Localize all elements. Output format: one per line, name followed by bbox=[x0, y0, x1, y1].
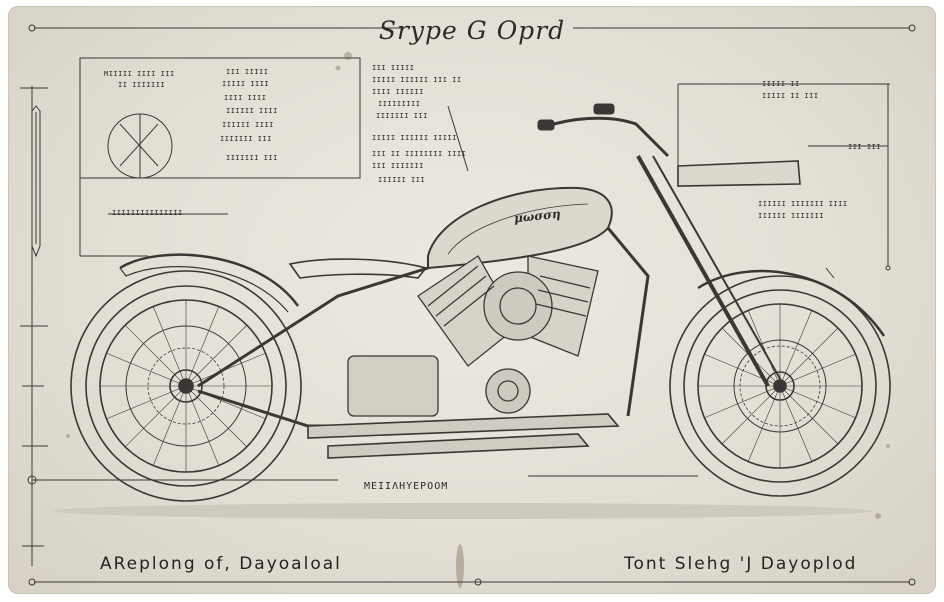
headlight bbox=[677, 160, 801, 187]
mid-label: ΙΙΙΙΙΙΙΙΙ bbox=[378, 100, 421, 108]
spec-label: ΜΙΙΙΙΙ ΙΙΙΙ ΙΙΙ bbox=[104, 70, 175, 78]
list-label: ΙΙΙΙΙΙΙ ΙΙΙ bbox=[226, 154, 278, 162]
mid-label: ΙΙΙΙΙΙ ΙΙΙ bbox=[378, 176, 426, 184]
mid-label: ΙΙΙΙ ΙΙΙΙΙΙ bbox=[372, 88, 424, 96]
front-wheel-spokes bbox=[698, 304, 862, 468]
caption-bottom-right: Tont Slehg 'J Dayoplod bbox=[624, 554, 858, 574]
mid-label: ΙΙΙ ΙΙ ΙΙΙΙΙΙΙΙ ΙΙΙΙ bbox=[372, 150, 467, 158]
right-label: ΙΙΙΙΙ ΙΙ ΙΙΙ bbox=[762, 92, 819, 100]
dipstick-icon bbox=[31, 105, 41, 258]
fuel-tank bbox=[427, 186, 613, 270]
right-label: ΙΙΙΙΙΙ ΙΙΙΙΙΙΙ bbox=[758, 212, 825, 220]
motorcycle-blueprint-drawing bbox=[20, 24, 916, 588]
spec-label: ΙΙΙΙΙΙΙΙΙΙΙΙΙΙΙ bbox=[112, 209, 183, 217]
mid-label: ΙΙΙΙΙ ΙΙΙΙΙΙ ΙΙΙΙΙ bbox=[372, 134, 457, 142]
front-fork bbox=[636, 155, 770, 387]
caption-bottom-left: AReplong of, Dayoaloal bbox=[100, 554, 342, 574]
list-label: ΙΙΙΙΙΙΙ ΙΙΙ bbox=[220, 135, 272, 143]
list-label: ΙΙΙΙΙΙ ΙΙΙΙ bbox=[226, 107, 278, 115]
mid-label: ΙΙΙΙΙ ΙΙΙΙΙΙ ΙΙΙ ΙΙ bbox=[372, 76, 462, 84]
list-label: ΙΙΙ ΙΙΙΙΙ bbox=[226, 68, 269, 76]
mid-label: ΙΙΙ ΙΙΙΙΙ bbox=[372, 64, 415, 72]
front-fender bbox=[697, 269, 886, 337]
frame-plate-text: ΜΕΙΙΛΗΥΕΡΟΟΜ bbox=[364, 481, 449, 492]
handlebar bbox=[541, 116, 670, 158]
frame-node bbox=[28, 24, 36, 32]
v-twin-engine bbox=[347, 255, 599, 417]
exhaust-pipe-lower bbox=[327, 433, 590, 459]
right-label: ΙΙΙΙΙ ΙΙ bbox=[762, 80, 800, 88]
exhaust-pipe-upper bbox=[307, 413, 620, 439]
rear-fender bbox=[119, 253, 300, 307]
poster-title: Srype G Oprd bbox=[378, 16, 566, 45]
list-label: ΙΙΙΙΙ ΙΙΙΙ bbox=[222, 80, 270, 88]
frame-node bbox=[908, 24, 916, 32]
seat bbox=[288, 258, 428, 279]
mid-label: ΙΙΙ ΙΙΙΙΙΙΙ bbox=[372, 162, 424, 170]
right-label: ΙΙΙΙΙΙ ΙΙΙΙΙΙΙ ΙΙΙΙ bbox=[758, 200, 848, 208]
paper-stains bbox=[66, 52, 890, 588]
mid-label: ΙΙΙΙΙΙΙ ΙΙΙ bbox=[376, 112, 428, 120]
right-label: ΙΙΙ ΙΙΙ bbox=[848, 143, 882, 151]
spec-label: ΙΙ ΙΙΙΙΙΙΙ bbox=[118, 81, 166, 89]
list-label: ΙΙΙΙΙΙ ΙΙΙΙ bbox=[222, 121, 274, 129]
blueprint-poster: Srype G Oprd ΜΙΙΙΙΙ ΙΙΙΙ ΙΙΙ ΙΙ ΙΙΙΙΙΙΙ … bbox=[8, 6, 936, 594]
frame-tube-upper bbox=[197, 266, 429, 388]
rear-wheel-spokes bbox=[100, 300, 272, 472]
list-label: ΙΙΙΙ ΙΙΙΙ bbox=[224, 94, 267, 102]
